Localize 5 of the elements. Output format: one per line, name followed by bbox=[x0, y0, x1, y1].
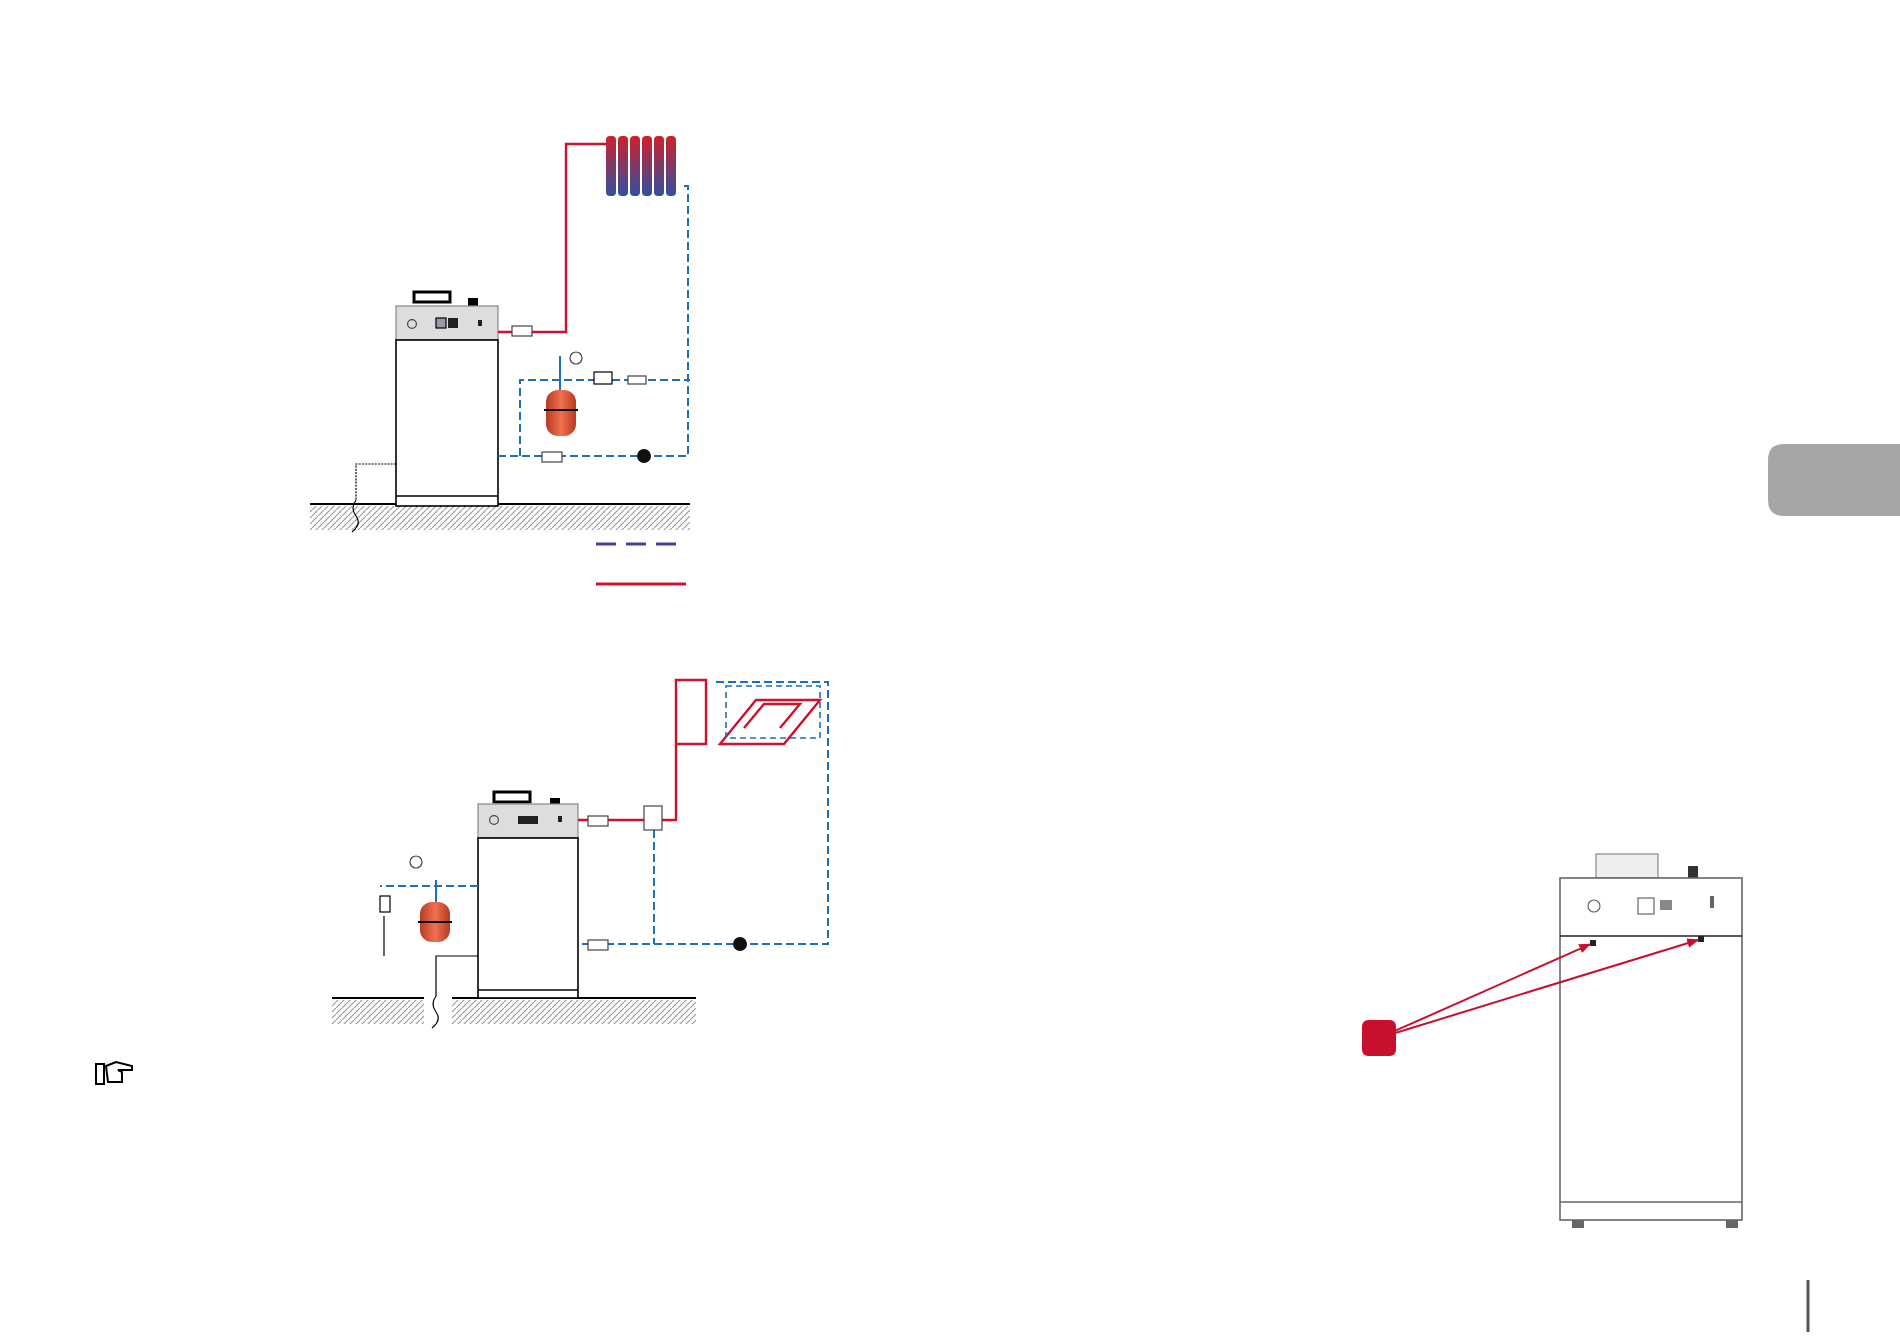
callout-badge bbox=[1362, 1020, 1396, 1056]
leader-line bbox=[1395, 943, 1592, 1032]
connection-point bbox=[1590, 940, 1596, 946]
leader-line bbox=[1395, 938, 1700, 1034]
connection-point bbox=[1698, 936, 1704, 942]
